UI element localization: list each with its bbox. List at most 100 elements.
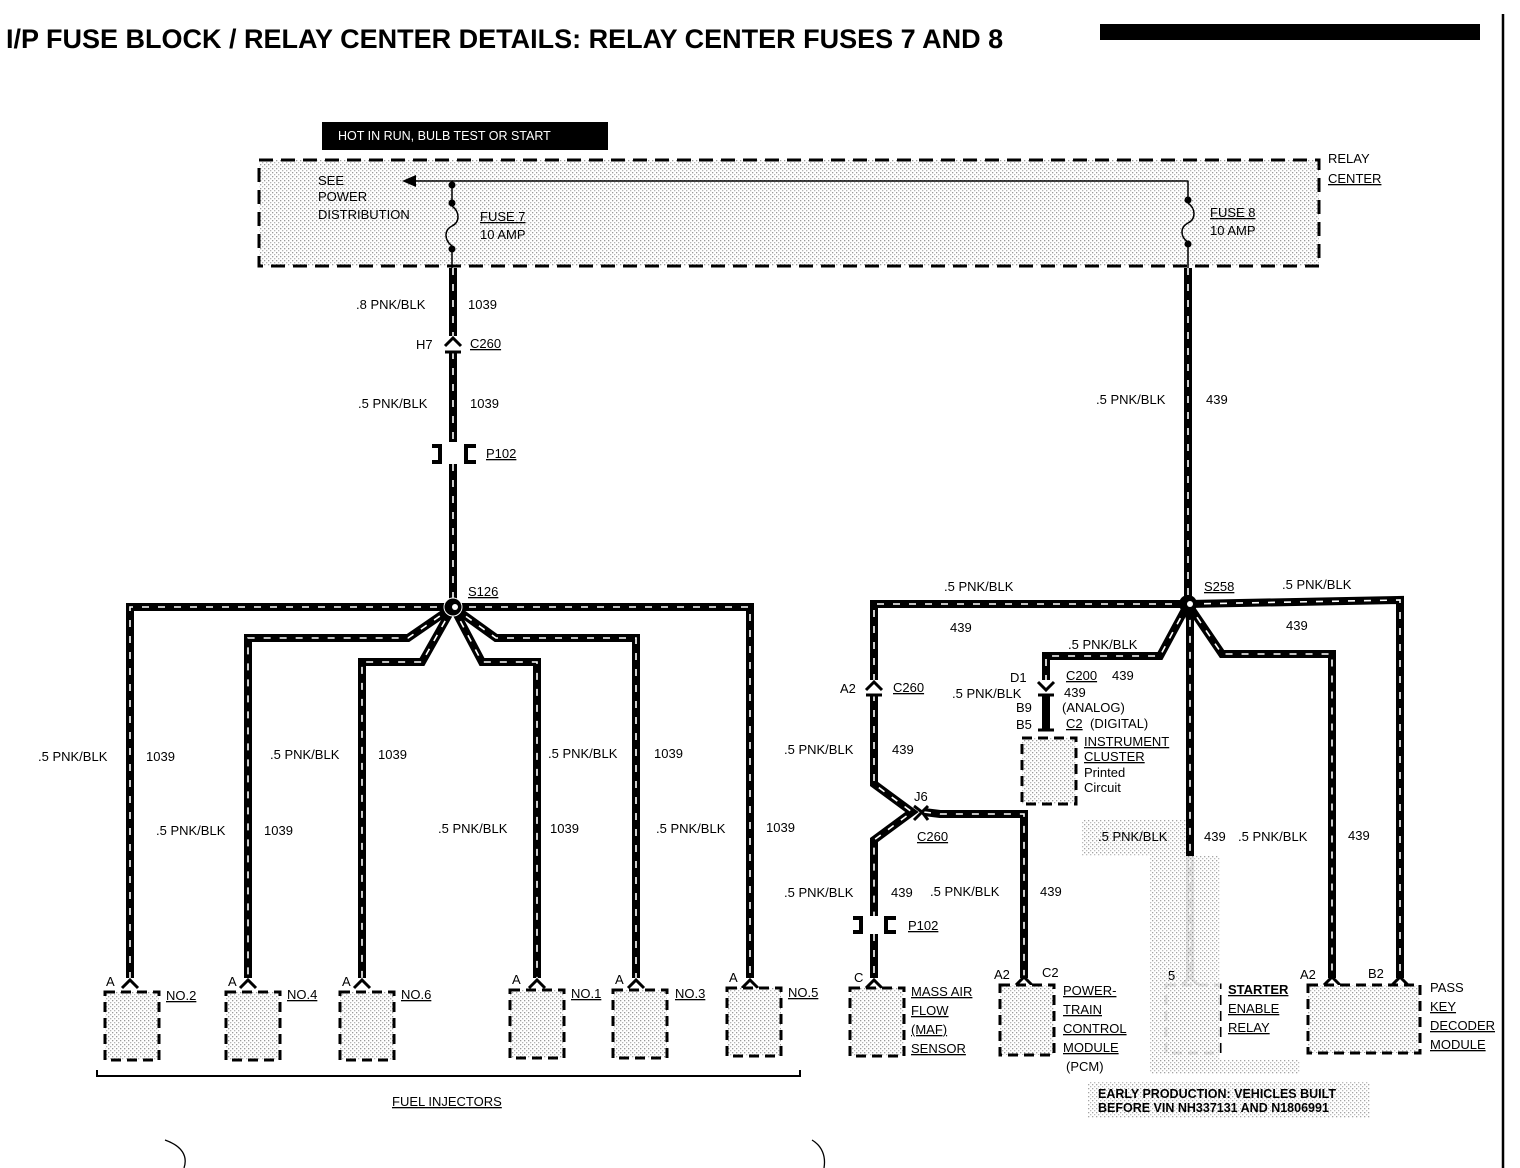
pcm-name-1: POWER- [1063,983,1116,998]
see-power-3: DISTRIBUTION [318,207,410,222]
left-c260: C260 [470,336,501,351]
pcm-wire: .5 PNK/BLK [930,884,1000,899]
pcm-circuit: 439 [1040,884,1062,899]
early-shade-1 [1082,820,1186,856]
left-wire-08: .8 PNK/BLK [356,297,426,312]
see-power-2: POWER [318,189,367,204]
inj-no4-wire: .5 PNK/BLK [156,823,226,838]
connector-c260-left [443,335,463,354]
cluster-b9: B9 [1016,700,1032,715]
early-shade-4 [1088,1082,1370,1118]
cluster-circuit2: 439 [1064,685,1086,700]
inj-no1-circuit: 1039 [550,821,579,836]
inj-no1-pin: A [512,972,521,987]
inj-no3-wire: .5 PNK/BLK [548,746,618,761]
passkey-wire: .5 PNK/BLK [1238,829,1308,844]
cluster-wire: .5 PNK/BLK [1068,637,1138,652]
maf-top-circuit: 439 [950,620,972,635]
injector-no6-box [338,990,396,1062]
inj-no6-circuit: 1039 [378,747,407,762]
right-wire-05: .5 PNK/BLK [1096,392,1166,407]
starter-name-1: STARTER [1228,982,1289,997]
cluster-wire2: .5 PNK/BLK [952,686,1022,701]
maf-mid-circuit: 439 [892,742,914,757]
inj-no4-circuit: 1039 [264,823,293,838]
pcm-name-2: TRAIN [1063,1002,1102,1017]
fuse-8 [1181,181,1195,268]
passkey-name-4: MODULE [1430,1037,1486,1052]
maf-c260: C260 [893,680,924,695]
passkey-name-2: KEY [1430,999,1456,1014]
cluster-c200: C200 [1066,668,1097,683]
inj-no2-circuit: 1039 [146,749,175,764]
maf-j6: J6 [914,789,928,804]
right-circuit: 439 [1206,392,1228,407]
left-p102: P102 [486,446,516,461]
connector-p102-left [432,444,476,464]
pcm-pin-a2: A2 [994,967,1010,982]
passkey-pin-a2: A2 [1300,967,1316,982]
left-splice-s126: S126 [468,584,498,599]
left-circuit-1: 1039 [468,297,497,312]
injector-no4-box [224,990,282,1062]
cluster-name-3: Printed [1084,765,1125,780]
hot-label-box [322,122,608,150]
inj-no1-wire: .5 PNK/BLK [438,821,508,836]
pcm-name-4: MODULE [1063,1040,1119,1055]
inj-no4-name: NO.4 [287,987,317,1002]
inj-no4-pin: A [228,974,237,989]
fuse8-name: FUSE 8 [1210,205,1256,220]
inj-no3-circuit: 1039 [654,746,683,761]
fuse7-rating: 10 AMP [480,227,526,242]
pcm-name-3: CONTROL [1063,1021,1127,1036]
inj-no6-pin: A [342,974,351,989]
injector-no2-box [103,990,161,1062]
page-title: I/P FUSE BLOCK / RELAY CENTER DETAILS: R… [6,24,1003,54]
pcm-box [998,983,1056,1057]
inj-no2-wire: .5 PNK/BLK [38,749,108,764]
connector-c260-maf [864,679,884,697]
fuse-7 [445,181,459,268]
maf-low-wire: .5 PNK/BLK [784,885,854,900]
left-wire-05: .5 PNK/BLK [358,396,428,411]
starter-name-3: RELAY [1228,1020,1270,1035]
inj-no2-name: NO.2 [166,988,196,1003]
inj-no5-pin: A [729,970,738,985]
inj-no5-wire: .5 PNK/BLK [656,821,726,836]
left-pin-h7: H7 [416,337,433,352]
inj-no2-pin: A [106,974,115,989]
injector-no3-box [611,988,669,1060]
passkey-top-circuit: 439 [1286,618,1308,633]
starter-pin: 5 [1168,968,1175,983]
right-splice-s258: S258 [1204,579,1234,594]
injector-no5-box [725,986,783,1058]
hot-label: HOT IN RUN, BULB TEST OR START [338,129,551,143]
arrow-left-icon [402,175,416,187]
cluster-d1: D1 [1010,670,1027,685]
maf-mid-wire: .5 PNK/BLK [784,742,854,757]
fuel-injectors-label: FUEL INJECTORS [392,1094,502,1109]
maf-c260b: C260 [917,829,948,844]
passkey-name-1: PASS [1430,980,1464,995]
inj-no6-wire: .5 PNK/BLK [270,747,340,762]
scan-mark-2 [811,1139,826,1168]
early-shade-3 [1150,1060,1300,1074]
cluster-c2: C2 [1066,716,1083,731]
inj-no5-name: NO.5 [788,985,818,1000]
relay-center-box [257,158,1321,268]
cluster-c200-circuit: 439 [1112,668,1134,683]
early-note-2: BEFORE VIN NH337131 AND N1806991 [1098,1101,1329,1115]
maf-pin: C [854,970,863,985]
maf-name-2: FLOW [911,1003,949,1018]
inj-no6-name: NO.6 [401,987,431,1002]
fuse7-name: FUSE 7 [480,209,526,224]
maf-name-4: SENSOR [911,1041,966,1056]
cluster-b5: B5 [1016,717,1032,732]
fuel-injectors-bracket [96,1070,801,1077]
left-circuit-2: 1039 [470,396,499,411]
pcm-name-5: (PCM) [1066,1059,1104,1074]
wires [126,268,1404,978]
cluster-name-1: INSTRUMENT [1084,734,1169,749]
connector-p102-maf [853,916,896,934]
